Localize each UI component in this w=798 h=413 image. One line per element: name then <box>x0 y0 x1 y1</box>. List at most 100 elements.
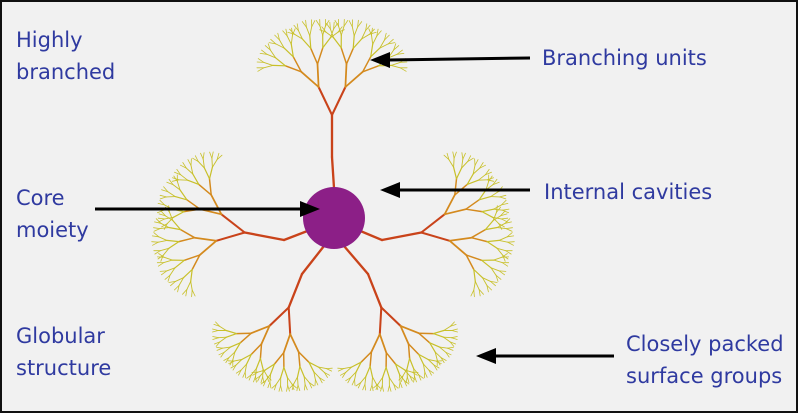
branch-segment <box>260 325 271 345</box>
surface-group-branch <box>159 270 168 272</box>
branch-segment <box>273 351 285 365</box>
surface-group-branch <box>505 228 513 232</box>
surface-group-branch <box>370 43 374 58</box>
surface-group-branch <box>385 366 390 379</box>
branch-segment <box>287 272 304 309</box>
surface-group-branch <box>325 31 335 39</box>
surface-group-branch <box>266 375 272 381</box>
surface-group-branch <box>160 254 164 262</box>
surface-group-branch <box>345 366 352 373</box>
surface-group-branch <box>351 379 356 386</box>
surface-group-branch <box>484 168 490 176</box>
surface-group-branch <box>409 375 416 380</box>
surface-group-branch <box>218 351 225 356</box>
branch-segment <box>345 47 354 65</box>
surface-group-branch <box>365 24 371 32</box>
branch-segment <box>420 231 451 242</box>
surface-group-branch <box>496 206 502 213</box>
surface-group-branch <box>505 227 513 230</box>
surface-group-branch <box>157 254 164 260</box>
label-closely-packed-line1: Closely packed <box>626 332 784 356</box>
surface-group-branch <box>390 61 401 66</box>
surface-group-branch <box>376 30 382 37</box>
surface-group-branch <box>180 174 189 181</box>
surface-group-branch <box>152 241 159 246</box>
arrowhead-surface-groups <box>476 348 496 364</box>
surface-group-branch <box>171 179 180 182</box>
surface-group-branch <box>433 364 438 371</box>
surface-group-branch <box>334 19 340 27</box>
surface-group-branch <box>340 25 345 36</box>
surface-group-branch <box>427 359 435 366</box>
branch-segment <box>297 351 310 363</box>
surface-group-branch <box>159 227 170 230</box>
surface-group-branch <box>179 189 188 201</box>
surface-group-branch <box>329 21 331 30</box>
surface-group-branch <box>347 377 352 384</box>
surface-group-branch <box>296 23 299 32</box>
surface-group-branch <box>501 202 509 206</box>
surface-group-branch <box>157 217 166 220</box>
surface-group-branch <box>399 381 403 389</box>
surface-group-branch <box>289 28 295 35</box>
surface-group-branch <box>270 38 277 45</box>
surface-group-branch <box>467 157 474 162</box>
surface-group-branch <box>379 39 385 49</box>
surface-group-branch <box>235 369 242 374</box>
surface-group-branch <box>269 373 272 383</box>
surface-group-branch <box>219 325 227 331</box>
surface-group-branch <box>343 20 349 27</box>
surface-group-branch <box>264 363 276 371</box>
surface-group-branch <box>221 346 231 349</box>
surface-group-branch <box>370 47 381 58</box>
surface-group-branch <box>168 226 182 231</box>
branch-segment <box>407 343 420 356</box>
surface-group-branch <box>398 373 401 383</box>
branch-segment <box>344 70 364 88</box>
branch-segment <box>183 254 201 262</box>
branch-segment <box>361 65 380 73</box>
surface-group-branch <box>481 208 495 213</box>
surface-group-branch <box>372 35 378 45</box>
surface-group-branch <box>371 376 373 386</box>
surface-group-branch <box>151 235 160 238</box>
surface-group-branch <box>394 363 400 375</box>
surface-group-branch <box>278 385 282 392</box>
surface-group-branch <box>393 45 400 51</box>
surface-group-branch <box>167 191 176 198</box>
label-internal-cavities-text: Internal cavities <box>544 180 713 204</box>
surface-group-branch <box>507 241 514 246</box>
surface-group-branch <box>164 216 174 220</box>
branch-segment <box>287 306 292 336</box>
branch-segment <box>454 178 458 196</box>
surface-group-branch <box>315 20 321 27</box>
surface-group-branch <box>185 288 188 297</box>
surface-group-branch <box>266 375 270 382</box>
surface-group-branch <box>440 357 445 364</box>
surface-group-branch <box>396 49 403 55</box>
surface-group-branch <box>484 219 494 231</box>
surface-group-branch <box>400 375 404 382</box>
surface-group-branch <box>263 61 274 66</box>
surface-group-branch <box>232 364 237 371</box>
surface-group-branch <box>379 43 389 49</box>
surface-group-branch <box>470 289 475 297</box>
surface-group-branch <box>451 330 458 333</box>
surface-group-branch <box>337 368 345 372</box>
surface-group-branch <box>394 363 406 371</box>
surface-group-branch <box>304 383 308 391</box>
arrowhead-internal-cavities <box>380 182 400 198</box>
branch-segment <box>292 56 303 73</box>
branch-segment <box>378 306 383 336</box>
surface-group-branch <box>163 256 173 261</box>
surface-group-branch <box>174 259 185 269</box>
branch-segment <box>198 183 212 196</box>
surface-group-branch <box>190 280 193 291</box>
surface-group-branch <box>253 375 256 383</box>
surface-group-branch <box>403 379 407 387</box>
arrow-branching-units <box>387 56 531 62</box>
surface-group-branch <box>439 346 449 349</box>
surface-group-branch <box>499 194 507 198</box>
surface-group-branch <box>176 181 181 191</box>
surface-group-branch <box>477 174 486 181</box>
